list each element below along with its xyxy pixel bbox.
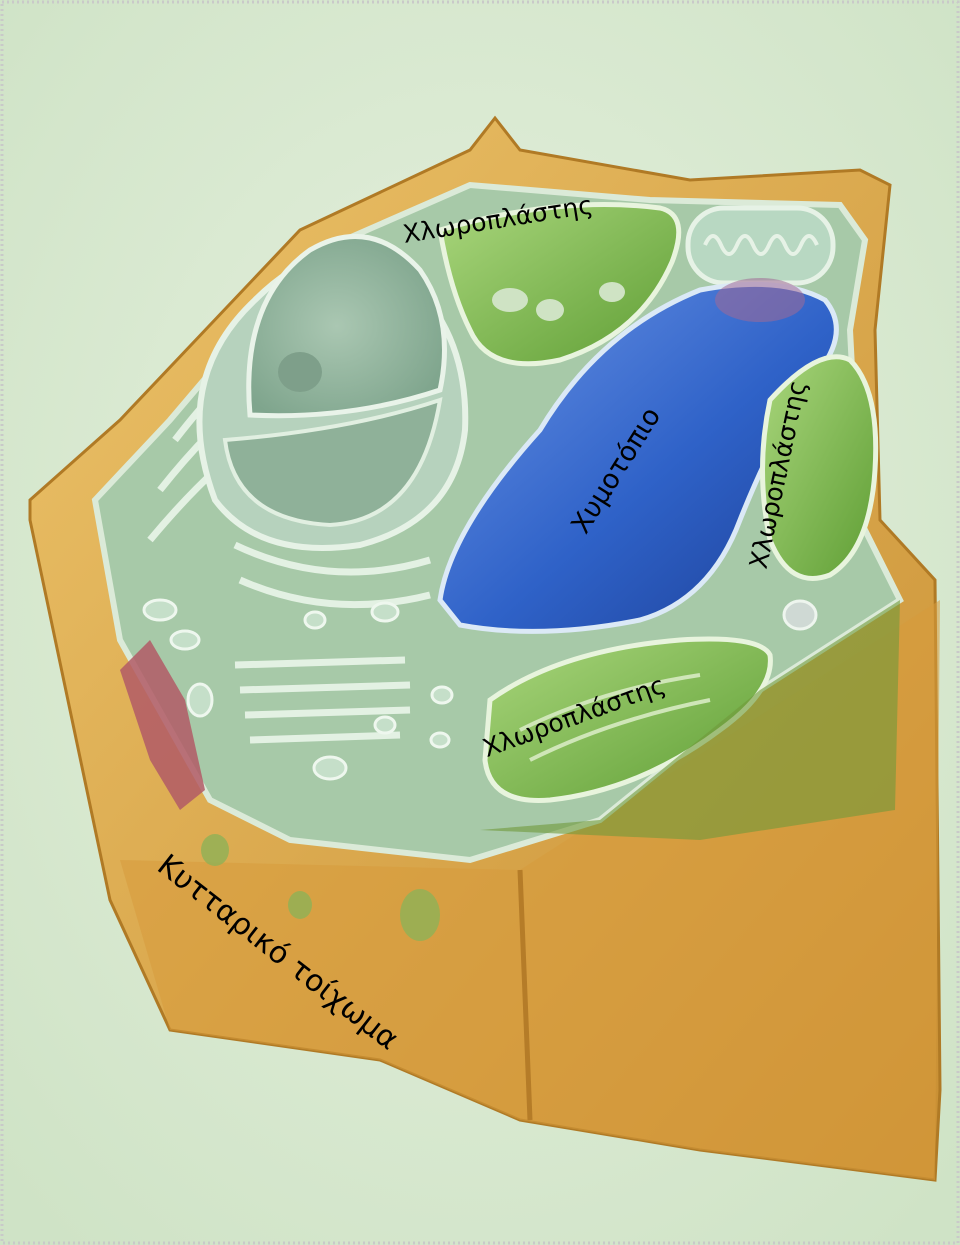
nucleolus: [278, 352, 322, 392]
wall-blob-1: [400, 889, 440, 941]
wall-blob-3: [201, 834, 229, 866]
mitochondrion: [688, 208, 833, 283]
wall-blob-2: [288, 891, 312, 919]
